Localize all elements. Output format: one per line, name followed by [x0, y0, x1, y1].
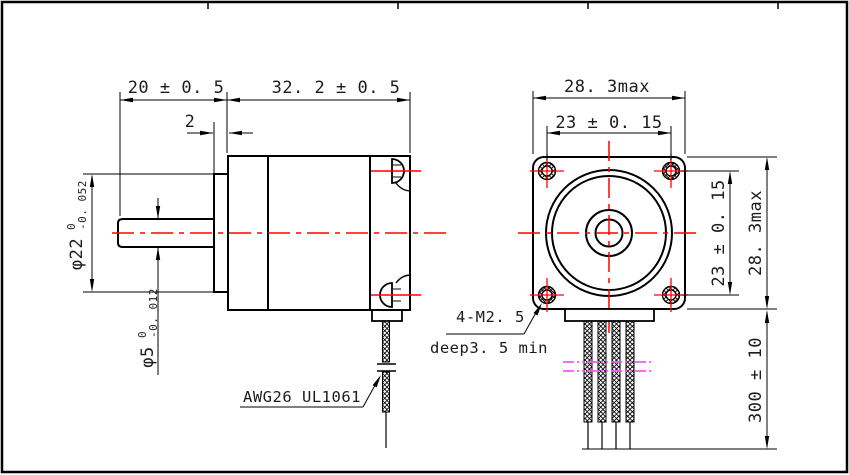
mounting-holes-label: 4-M2. 5 — [456, 308, 525, 326]
rear-screw-bottom — [371, 274, 421, 308]
dim-text-body-length: 32. 2 ± 0. 5 — [272, 78, 401, 98]
lead-wire-side — [377, 320, 396, 448]
dim-boss-diameter — [83, 173, 218, 293]
dim-text-shaft-diameter: φ5 0 -0. 012 — [136, 288, 160, 368]
mounting-hole-bottom-left — [530, 278, 564, 312]
dim-text-hole-spacing-h: 23 ± 0. 15 — [555, 113, 662, 133]
dim-text-lead-length: 300 ± 10 — [746, 337, 766, 423]
svg-text:23 ± 0. 15: 23 ± 0. 15 — [709, 179, 729, 286]
mounting-hole-leader — [446, 303, 542, 335]
dim-text-shaft-extension: 20 ± 0. 5 — [128, 78, 225, 98]
svg-text:φ5: φ5 — [138, 346, 158, 367]
dim-shaft-diameter — [155, 198, 161, 375]
dim-height-max — [687, 156, 777, 310]
dim-text-boss-length: 2 — [185, 112, 196, 132]
dim-width-max — [532, 91, 686, 154]
border-tick-marks — [207, 2, 779, 9]
dim-boss-length — [187, 122, 253, 174]
wire-exit-block — [371, 309, 403, 322]
svg-text:φ22: φ22 — [67, 238, 87, 270]
mounting-hole-top-right — [654, 154, 688, 188]
svg-text:0: 0 — [65, 223, 78, 230]
wire-spec-label: AWG26 UL1061 — [243, 388, 361, 406]
phantom-break-lines — [563, 361, 651, 372]
dim-shaft-extension — [119, 92, 228, 216]
lead-wires-front — [583, 320, 635, 449]
svg-text:-0. 052: -0. 052 — [76, 180, 89, 230]
dim-body-length — [227, 92, 411, 153]
dim-lead-length — [582, 310, 777, 450]
thread-depth-label: deep3. 5 min — [430, 339, 548, 357]
svg-text:-0. 012: -0. 012 — [147, 288, 160, 338]
dim-hole-spacing-h — [546, 126, 672, 160]
leader-arrow — [533, 303, 542, 316]
wire-exit-block-front — [564, 308, 655, 322]
svg-text:0: 0 — [136, 331, 149, 338]
rear-screw-top — [371, 158, 421, 192]
svg-text:300 ± 10: 300 ± 10 — [746, 337, 766, 423]
bare-wire-tips — [587, 422, 631, 449]
dim-text-width-max: 28. 3max — [564, 77, 650, 97]
dim-text-boss-diameter: φ22 0 -0. 052 — [65, 180, 89, 270]
dim-hole-spacing-v — [681, 170, 739, 296]
motor-body — [227, 155, 411, 311]
side-view: 20 ± 0. 5 32. 2 ± 0. 5 2 φ22 0 -0. 052 — [65, 78, 452, 448]
front-view: 28. 3max 23 ± 0. 15 23 ± 0. 15 28. 3m — [430, 77, 777, 450]
dim-text-hole-spacing-v: 23 ± 0. 15 — [709, 179, 729, 286]
mounting-hole-bottom-right — [654, 278, 688, 312]
svg-text:28. 3max: 28. 3max — [746, 190, 766, 276]
leader-arrow — [372, 375, 381, 388]
wire-spec-leader — [240, 375, 381, 408]
dim-text-height-max: 28. 3max — [746, 190, 766, 276]
